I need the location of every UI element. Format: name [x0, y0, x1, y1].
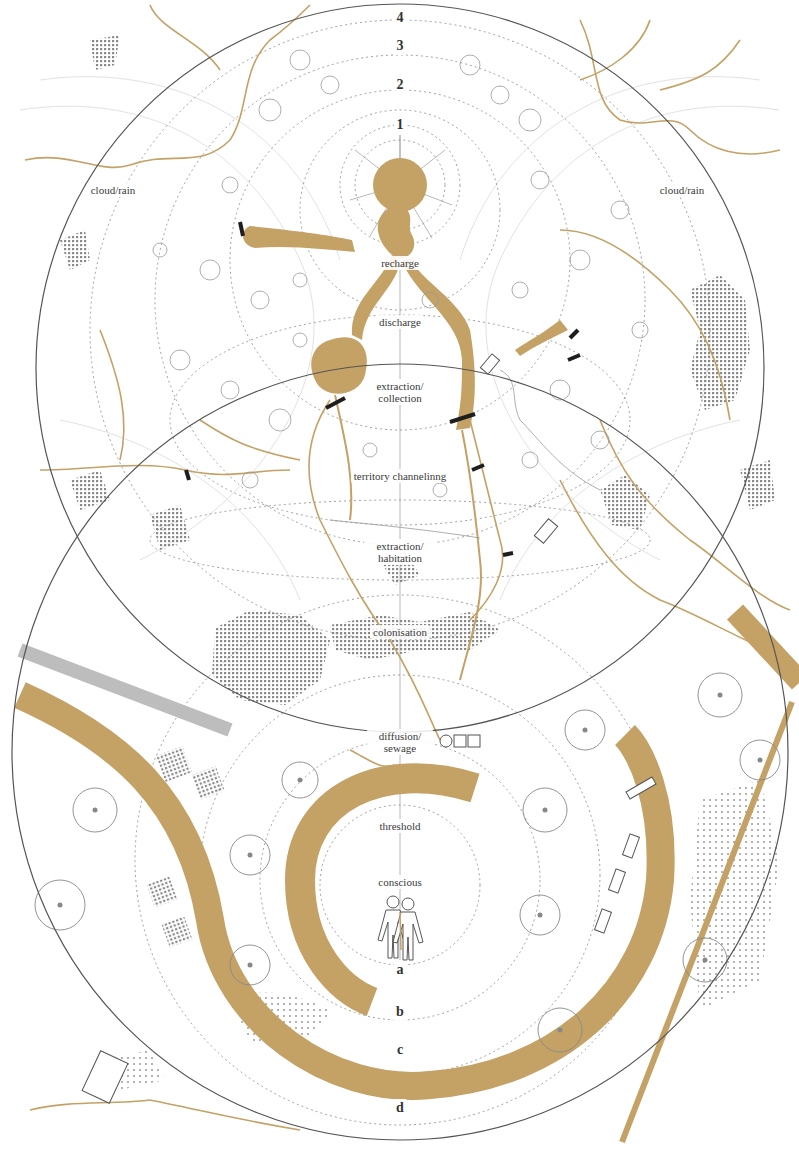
ring-label: discharge: [376, 315, 424, 329]
ring-number: 1: [394, 116, 407, 133]
ring-number: 2: [394, 76, 407, 93]
ring-number: 4: [394, 9, 407, 26]
ring-label: recharge: [378, 256, 422, 270]
ring-label: colonisation: [370, 625, 430, 639]
ring-letter: c: [394, 1041, 406, 1058]
ring-label: extraction/ habitation: [364, 539, 436, 565]
ring-letter: a: [394, 961, 407, 978]
ring-label: conscious: [375, 875, 424, 889]
ring-label: territory channelinng: [351, 469, 450, 483]
ring-label: extraction/ collection: [364, 379, 436, 405]
zone-label: cloud/rain: [88, 183, 139, 197]
ring-number: 3: [394, 37, 407, 54]
ring-label: threshold: [377, 819, 424, 833]
ring-label: diffusion/ sewage: [367, 729, 433, 755]
ring-letter: d: [393, 1099, 407, 1116]
zone-label: cloud/rain: [657, 183, 708, 197]
ring-letter: b: [393, 1003, 407, 1020]
